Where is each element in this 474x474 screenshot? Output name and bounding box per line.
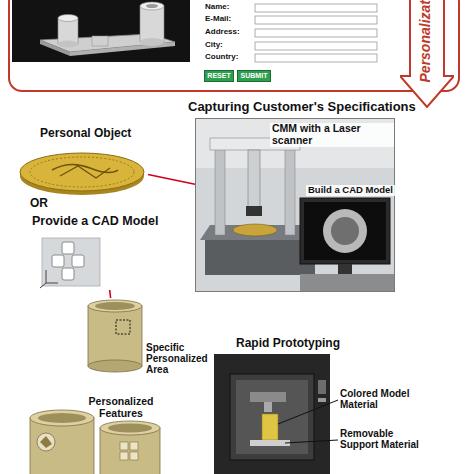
cmm-photo	[195, 118, 395, 292]
rapid-prototyping: Rapid PrototypingColored Model MaterialR…	[212, 336, 337, 474]
node-text: CMM with a Laser scanner	[270, 123, 394, 147]
form-panel: Name: E-Mail: Address: City: Country: RESET SU…	[8, 0, 460, 92]
node-text: Personal Object	[40, 127, 150, 140]
node-text: Specific Personalized Area	[146, 342, 224, 376]
submit-button: SUBMIT	[237, 70, 271, 82]
reset-button: RESET	[204, 70, 234, 82]
personalized-cylinders	[30, 410, 160, 474]
caption-label: OR	[30, 197, 60, 210]
node-text: Colored Model Material	[340, 388, 420, 410]
printer-photo	[214, 354, 338, 474]
node-text: City:	[205, 41, 255, 50]
node-text: E-Mail:	[205, 15, 255, 24]
caption-label: Capturing Customer's Specifications	[188, 100, 458, 115]
node-text: RESET	[205, 72, 233, 80]
node-text: Country:	[205, 53, 255, 62]
cylinder-part: Specific Personalized Area	[86, 298, 144, 372]
node-text: SUBMIT	[238, 72, 270, 80]
connector-line	[148, 174, 195, 184]
node-text: Removable Support Material	[340, 428, 432, 450]
flow-arrow: Personalizat	[400, 0, 454, 108]
coin-illustration	[20, 153, 144, 195]
personal-object: Personal Object	[18, 126, 148, 196]
cad-icon	[40, 238, 100, 288]
node-text: Provide a CAD Model	[32, 214, 180, 228]
node-text: Build a CAD Model	[306, 185, 396, 196]
connector-line	[109, 290, 112, 298]
cad-model-option: Provide a CAD Model	[30, 212, 180, 290]
node-text: Rapid Prototyping	[236, 337, 354, 350]
form-fields	[255, 4, 377, 62]
cmm-photo-box: CMM with a Laser scannerBuild a CAD Mode…	[195, 118, 395, 292]
node-text: Personalizat	[418, 0, 434, 82]
cylinder-part	[88, 300, 142, 372]
cad-screenshot	[12, 0, 190, 62]
node-text: Name:	[205, 3, 255, 12]
node-text: Address:	[205, 28, 255, 37]
caption-label: Personalized Features	[82, 396, 160, 420]
